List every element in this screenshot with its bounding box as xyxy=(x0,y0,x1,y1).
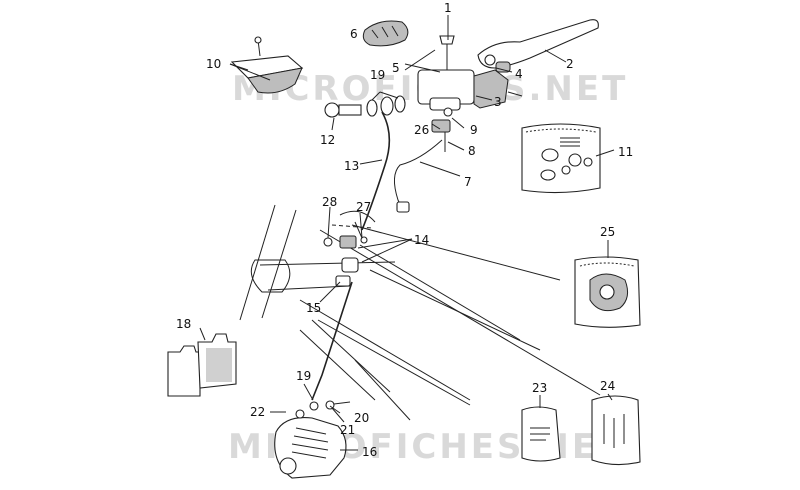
brake-lever-part xyxy=(477,19,599,73)
callout-14: 14 xyxy=(414,233,429,247)
kit-bag-25 xyxy=(574,256,641,328)
callout-8: 8 xyxy=(468,144,476,158)
brake-hose-lower xyxy=(311,281,353,401)
callout-21: 21 xyxy=(340,423,355,437)
callout-25: 25 xyxy=(600,225,615,239)
callout-2: 2 xyxy=(566,57,574,71)
frame-tubes xyxy=(239,204,601,421)
callout-13: 13 xyxy=(344,159,359,173)
callout-10: 10 xyxy=(206,57,221,71)
master-cylinder xyxy=(417,35,523,111)
callout-7: 7 xyxy=(464,175,472,189)
banjo-bolt-part xyxy=(324,95,406,118)
stop-switch-cable xyxy=(394,139,443,209)
callout-27: 27 xyxy=(356,200,371,214)
hose-splitter-part xyxy=(323,221,368,287)
callout-9: 9 xyxy=(470,123,478,137)
brake-caliper-part xyxy=(274,400,351,479)
callout-22: 22 xyxy=(250,405,265,419)
callout-6: 6 xyxy=(350,27,358,41)
cable-connector xyxy=(396,201,410,213)
stop-switch-part xyxy=(431,107,453,152)
callout-19-top: 19 xyxy=(370,68,385,82)
callout-15: 15 xyxy=(306,301,321,315)
callout-4: 4 xyxy=(515,67,523,81)
callout-labels: 1 2 3 4 5 6 7 8 9 10 11 12 13 14 15 16 1… xyxy=(176,1,633,459)
callout-18: 18 xyxy=(176,317,191,331)
leader-lines xyxy=(199,15,615,451)
brake-pads-part xyxy=(167,333,237,397)
callout-16: 16 xyxy=(362,445,377,459)
callout-3: 3 xyxy=(494,95,502,109)
callout-5: 5 xyxy=(392,61,400,75)
kit-bag-24 xyxy=(591,395,641,466)
callout-24: 24 xyxy=(600,379,615,393)
callout-26: 26 xyxy=(414,123,429,137)
callout-12: 12 xyxy=(320,133,335,147)
brake-hose-upper xyxy=(361,111,391,231)
callout-1: 1 xyxy=(444,1,452,15)
kit-bag-23 xyxy=(521,406,561,462)
callout-20: 20 xyxy=(354,411,369,425)
callout-11: 11 xyxy=(618,145,633,159)
rubber-boot-part xyxy=(362,20,409,47)
kit-bag-11 xyxy=(521,123,601,194)
callout-28: 28 xyxy=(322,195,337,209)
callout-23: 23 xyxy=(532,381,547,395)
reservoir-cap-part xyxy=(230,36,304,94)
callout-19-bottom: 19 xyxy=(296,369,311,383)
